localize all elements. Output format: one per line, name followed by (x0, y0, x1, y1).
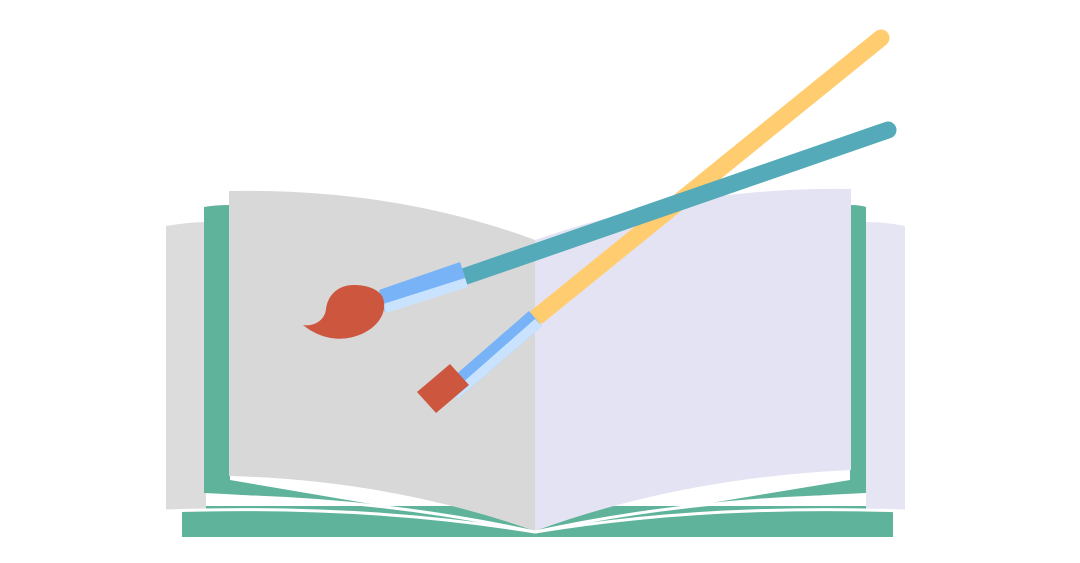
round-brush-ferrule-highlight (383, 278, 468, 313)
left-outer-bottom-edge (165, 508, 536, 534)
outer-page-right (866, 222, 905, 512)
outer-page-left (166, 222, 206, 512)
right-outer-bottom-edge (534, 508, 906, 534)
flat-paintbrush-icon (417, 29, 890, 413)
right-page-bottom-edge (534, 494, 863, 534)
right-page (535, 188, 851, 531)
open-book-icon (165, 188, 906, 537)
flat-brush-handle (529, 29, 890, 325)
book-bottom-left (166, 510, 535, 537)
book-bottom-right (535, 510, 905, 537)
round-brush-paint-tip (303, 285, 385, 339)
round-paintbrush-icon (303, 121, 897, 339)
flat-brush-ferrule-highlight (452, 319, 542, 399)
round-brush-handle (457, 121, 897, 285)
left-page-bottom-edge (209, 494, 536, 534)
flat-brush-tip (417, 364, 469, 413)
